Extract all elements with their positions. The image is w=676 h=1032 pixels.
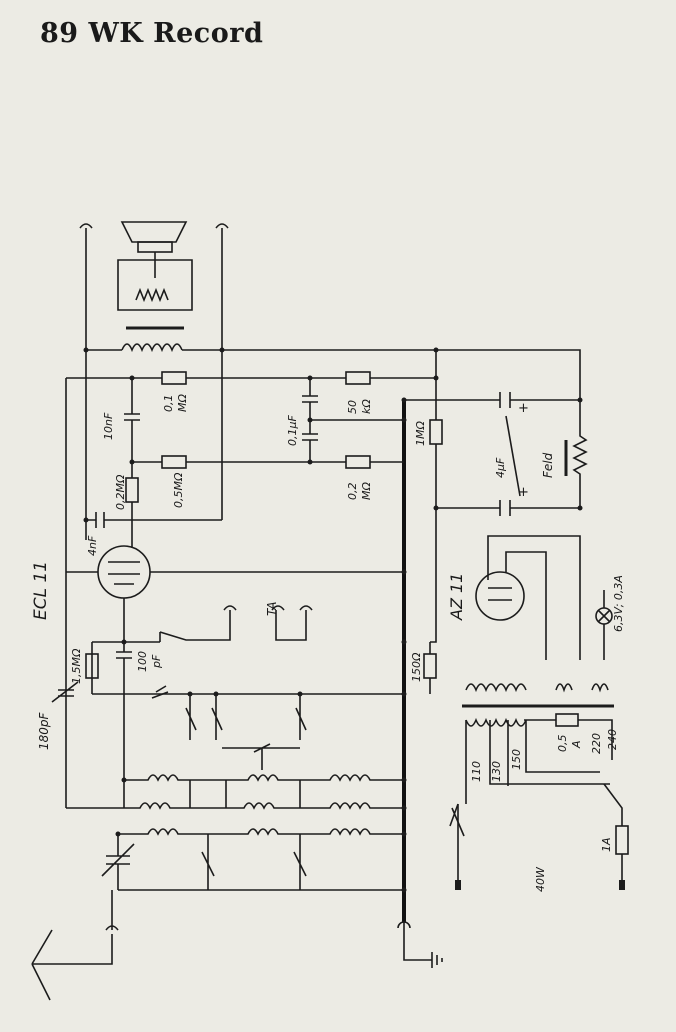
ground-symbol [431, 952, 443, 968]
label-02m-b: 0,2 [346, 483, 359, 501]
label-40w: 40W [534, 866, 547, 892]
az11-leads [487, 535, 581, 660]
label-01m: 0,1 [162, 395, 175, 413]
label-fuse-05: 0,5 [556, 735, 569, 753]
secondary-heater-2 [591, 683, 609, 693]
trimmer-180pf [51, 681, 79, 703]
tube-ecl11 [97, 545, 151, 599]
ta-sockets [271, 605, 313, 641]
primary-winding [465, 717, 527, 727]
resistor-50k [345, 371, 371, 385]
voltage-taps [465, 720, 610, 804]
label-10nf: 10nF [102, 412, 115, 440]
mains-plug-right [619, 880, 625, 890]
label-100pf: 100 [136, 651, 149, 672]
label-ecl11: ECL 11 [31, 561, 51, 620]
label-fuse-1a: 1A [600, 837, 613, 852]
label-130: 130 [490, 761, 503, 782]
resistor-05m [161, 455, 187, 469]
label-180pf: 180pF [37, 711, 51, 750]
mains-plug-left [455, 880, 461, 890]
mains-leads [457, 804, 623, 880]
anode-rail [86, 349, 581, 400]
label-150: 150 [510, 749, 523, 770]
ground-lead [403, 922, 432, 961]
fuse-1a [615, 825, 629, 855]
fuse-05a [555, 713, 579, 727]
resistor-15m [85, 653, 99, 679]
resistor-02m-b [345, 455, 371, 469]
loudspeaker-symbol [117, 221, 193, 311]
label-1m: 1MΩ [414, 421, 427, 446]
label-02m: 0,2MΩ [114, 474, 127, 510]
primary-to-fuse [524, 719, 613, 760]
ext-speaker-socket-left [79, 223, 93, 350]
pilot-lamp-leads [597, 590, 611, 660]
antenna-socket [105, 890, 119, 931]
label-240: 240 [606, 729, 619, 750]
output-transformer [121, 326, 184, 353]
resistor-150 [423, 653, 437, 679]
label-05m: 0,5MΩ [172, 472, 185, 508]
page-title: 89 WK Record [40, 18, 264, 49]
cap-10nf [124, 378, 140, 478]
label-plus-1: + [518, 401, 529, 416]
coil-connectors [189, 780, 301, 808]
pickup-switch [159, 605, 237, 641]
label-220: 220 [590, 733, 603, 754]
ext-speaker-socket-right [215, 223, 229, 520]
band-switches-bottom [118, 834, 404, 891]
coil-row-2 [66, 802, 404, 810]
tube-az11 [475, 571, 525, 621]
cap-4nf [86, 512, 222, 528]
secondary-heater-1 [555, 683, 573, 693]
coil-row-1 [124, 774, 404, 782]
label-plus-2: + [518, 485, 529, 500]
cap-01uf [302, 378, 404, 462]
trimmer-mid [222, 743, 300, 770]
label-110: 110 [470, 761, 483, 782]
label-01uf: 0,1μF [286, 415, 299, 446]
field-coil [572, 400, 588, 508]
trimmer-100pf [151, 685, 169, 699]
junction-dots [83, 347, 583, 893]
label-02m-b-unit: MΩ [360, 482, 373, 500]
tube-ecl11-electrodes [108, 561, 140, 585]
ground-socket [397, 921, 411, 929]
label-ta: TA [265, 602, 279, 616]
band-switches-top [185, 694, 307, 740]
cap-4uf-top [499, 392, 511, 408]
label-4nf: 4nF [86, 535, 99, 556]
power-switch [449, 803, 465, 837]
label-100pf-unit: pF [150, 654, 163, 669]
tube-az11-electrodes [488, 587, 512, 601]
cathode-leads [429, 508, 437, 694]
resistor-02m [125, 477, 139, 503]
resistor-01m [161, 371, 187, 385]
cap-4uf-link [505, 415, 521, 497]
label-feld: Feld [541, 452, 555, 478]
coil-row-3 [118, 828, 404, 836]
tuning-capacitor [101, 834, 135, 890]
label-15m: 1,5MΩ [70, 648, 83, 684]
cap-4uf-bottom [499, 500, 511, 516]
label-50k: 50 [346, 400, 359, 414]
label-lamp: 6,3V; 0,3A [612, 575, 625, 632]
resistor-1m [429, 419, 443, 445]
label-az11: AZ 11 [447, 573, 466, 621]
label-fuse-05-unit: A [570, 740, 583, 749]
label-4uf: 4μF [494, 457, 507, 478]
label-01m-unit: MΩ [176, 394, 189, 412]
voltage-switch [603, 783, 623, 826]
label-150ohm: 150Ω [410, 652, 423, 682]
secondary-hv [465, 683, 527, 693]
antenna-symbol [31, 929, 113, 1001]
cap-100pf [116, 598, 132, 808]
label-50k-unit: kΩ [360, 399, 373, 414]
